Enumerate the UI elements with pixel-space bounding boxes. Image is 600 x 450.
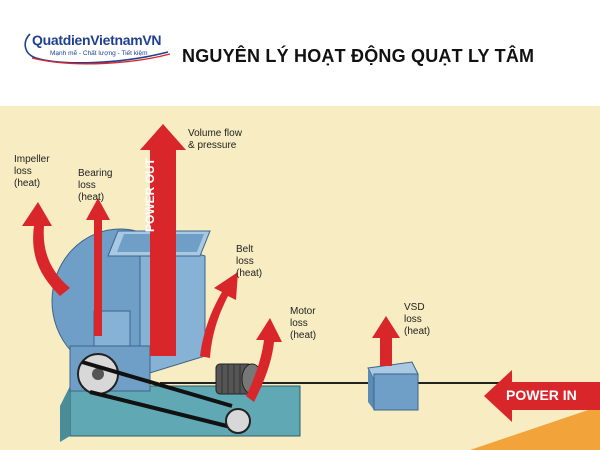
logo-swoosh-icon: [24, 33, 171, 65]
fan-pulley-hub: [92, 368, 104, 380]
page-title: NGUYÊN LÝ HOẠT ĐỘNG QUẠT LY TÂM: [182, 46, 535, 66]
header: QuatdienVietnamVN Mạnh mẽ - Chất lượng -…: [0, 0, 600, 106]
volume-flow-label: Volume flow & pressure: [188, 128, 242, 151]
belt-loss-label: Belt loss (heat): [236, 244, 263, 279]
power-in-text: POWER IN: [506, 387, 577, 403]
impeller-loss-arrow: [22, 202, 70, 296]
vsd-loss-label: VSD loss (heat): [404, 302, 431, 337]
drive-belt-top: [81, 360, 233, 408]
power-out-text: POWER OUT: [143, 158, 157, 232]
impeller-loss-label: Impeller loss (heat): [14, 154, 50, 189]
base-side: [60, 386, 70, 442]
belt-loss-arrow: [200, 272, 238, 358]
drive-belt-bottom: [89, 390, 236, 430]
logo-tagline: Mạnh mẽ - Chất lượng - Tiết kiệm: [50, 50, 148, 57]
motor-pulley: [225, 408, 251, 434]
power-out-arrow: [140, 124, 186, 356]
orange-corner: [470, 406, 600, 450]
fan-illustration: [22, 124, 600, 450]
motor-fins: [221, 364, 241, 394]
vsd-loss-arrow: [372, 316, 400, 366]
logo-brand-text: QuatdienVietnamVN: [32, 32, 162, 48]
vsd-box: [373, 373, 419, 411]
fan-diagram: Volume flow & pressure Impeller loss (he…: [0, 106, 600, 450]
motor-loss-arrow: [246, 318, 282, 402]
bearing-loss-arrow: [86, 198, 110, 336]
brand-logo[interactable]: QuatdienVietnamVN Mạnh mẽ - Chất lượng -…: [22, 28, 172, 70]
bearing-loss-label: Bearing loss (heat): [78, 168, 113, 203]
power-in-arrow: [484, 370, 600, 422]
motor-loss-label: Motor loss (heat): [290, 306, 317, 341]
vsd-box-side: [368, 368, 374, 410]
loss-arrows: [22, 124, 600, 422]
